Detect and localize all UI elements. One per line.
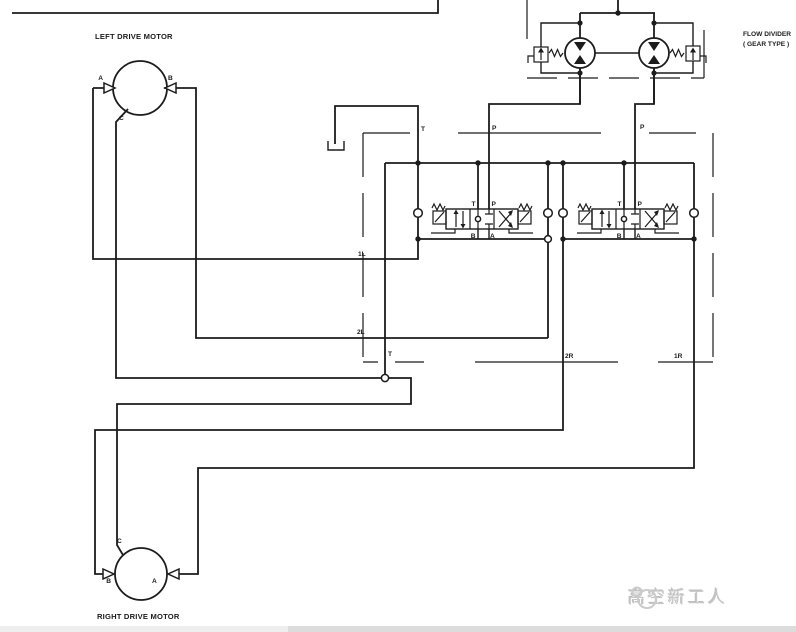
left-motor-port-b-label: B [168,75,173,82]
port-label-tank-top: T [421,126,425,133]
spring-icon [664,202,679,212]
left-motor-port-a-arrow-icon [103,81,117,95]
valve1-port-a-label: A [490,233,495,240]
port-label-tank-bottom: T [388,351,392,358]
valve1-port-t-label: T [471,201,475,208]
valve2-port-b-label: B [617,233,622,240]
right-motor-port-a-label: A [152,578,157,585]
flow-divider [527,0,707,104]
watermark: 高空新工人 [628,583,728,609]
valve2-port-a-label: A [636,233,641,240]
valve2-port-t-label: T [617,201,621,208]
solenoid-icon [578,210,593,225]
spring-icon [518,202,533,212]
port-label-1l: 1L [358,251,366,258]
right-motor-port-b-arrow-icon [102,567,116,581]
port-label-pressure-left: P [492,125,497,132]
solenoid-icon [517,210,532,225]
right-motor-port-b-label: B [106,578,111,585]
right-motor-circle [114,547,168,601]
valve1-port-b-label: B [471,233,476,240]
left-motor-port-c-label: C [119,115,124,122]
pipe-runs [12,0,695,575]
solenoid-icon [663,210,678,225]
spring-icon [431,202,446,212]
port-label-pressure-right: P [640,124,645,131]
right-motor-port-c-label: C [117,538,122,545]
solenoid-icon [432,210,447,225]
manifold-boundary [362,132,714,363]
horizontal-scrollbar-thumb[interactable] [288,626,796,632]
port-label-2l: 2L [357,329,365,336]
right-drive-motor: B A C [102,538,180,601]
left-drive-motor: A B C [98,60,177,122]
orifice-icon [557,207,569,219]
left-motor-title: LEFT DRIVE MOTOR [95,32,173,41]
left-motor-circle [112,60,168,116]
horizontal-scrollbar-track[interactable] [0,626,796,632]
watermark-logo-icon [631,586,657,609]
right-motor-port-a-arrow-icon [166,567,180,581]
manifold-port-labels: T P P 1L 2L T 2R 1R [357,124,683,360]
orifice-icon [412,207,424,219]
open-junction-icon [380,373,390,383]
spring-icon [669,47,685,59]
relief-valve-left [527,46,564,63]
junctions [380,160,700,383]
directional-valve-right: T P B A [577,201,679,240]
directional-valve-left: T P B A [431,201,533,240]
open-junction-icon [543,234,553,244]
flow-divider-title-line1: FLOW DIVIDER [743,31,791,38]
valve1-port-p-label: P [492,201,497,208]
tank-symbol [327,141,345,151]
valve2-port-p-label: P [638,201,643,208]
orifice-icon [542,207,554,219]
spring-icon [548,47,564,59]
port-label-2r: 2R [565,353,574,360]
orifice-icon [688,207,700,219]
spring-icon [577,202,592,212]
port-label-1r: 1R [674,353,683,360]
right-motor-title: RIGHT DRIVE MOTOR [97,612,180,621]
flow-divider-title-line2: ( GEAR TYPE ) [743,41,789,48]
relief-valve-right [669,45,707,63]
left-motor-port-a-label: A [98,75,103,82]
titles: LEFT DRIVE MOTOR RIGHT DRIVE MOTOR FLOW … [95,31,791,621]
left-motor-port-b-arrow-icon [163,81,177,95]
